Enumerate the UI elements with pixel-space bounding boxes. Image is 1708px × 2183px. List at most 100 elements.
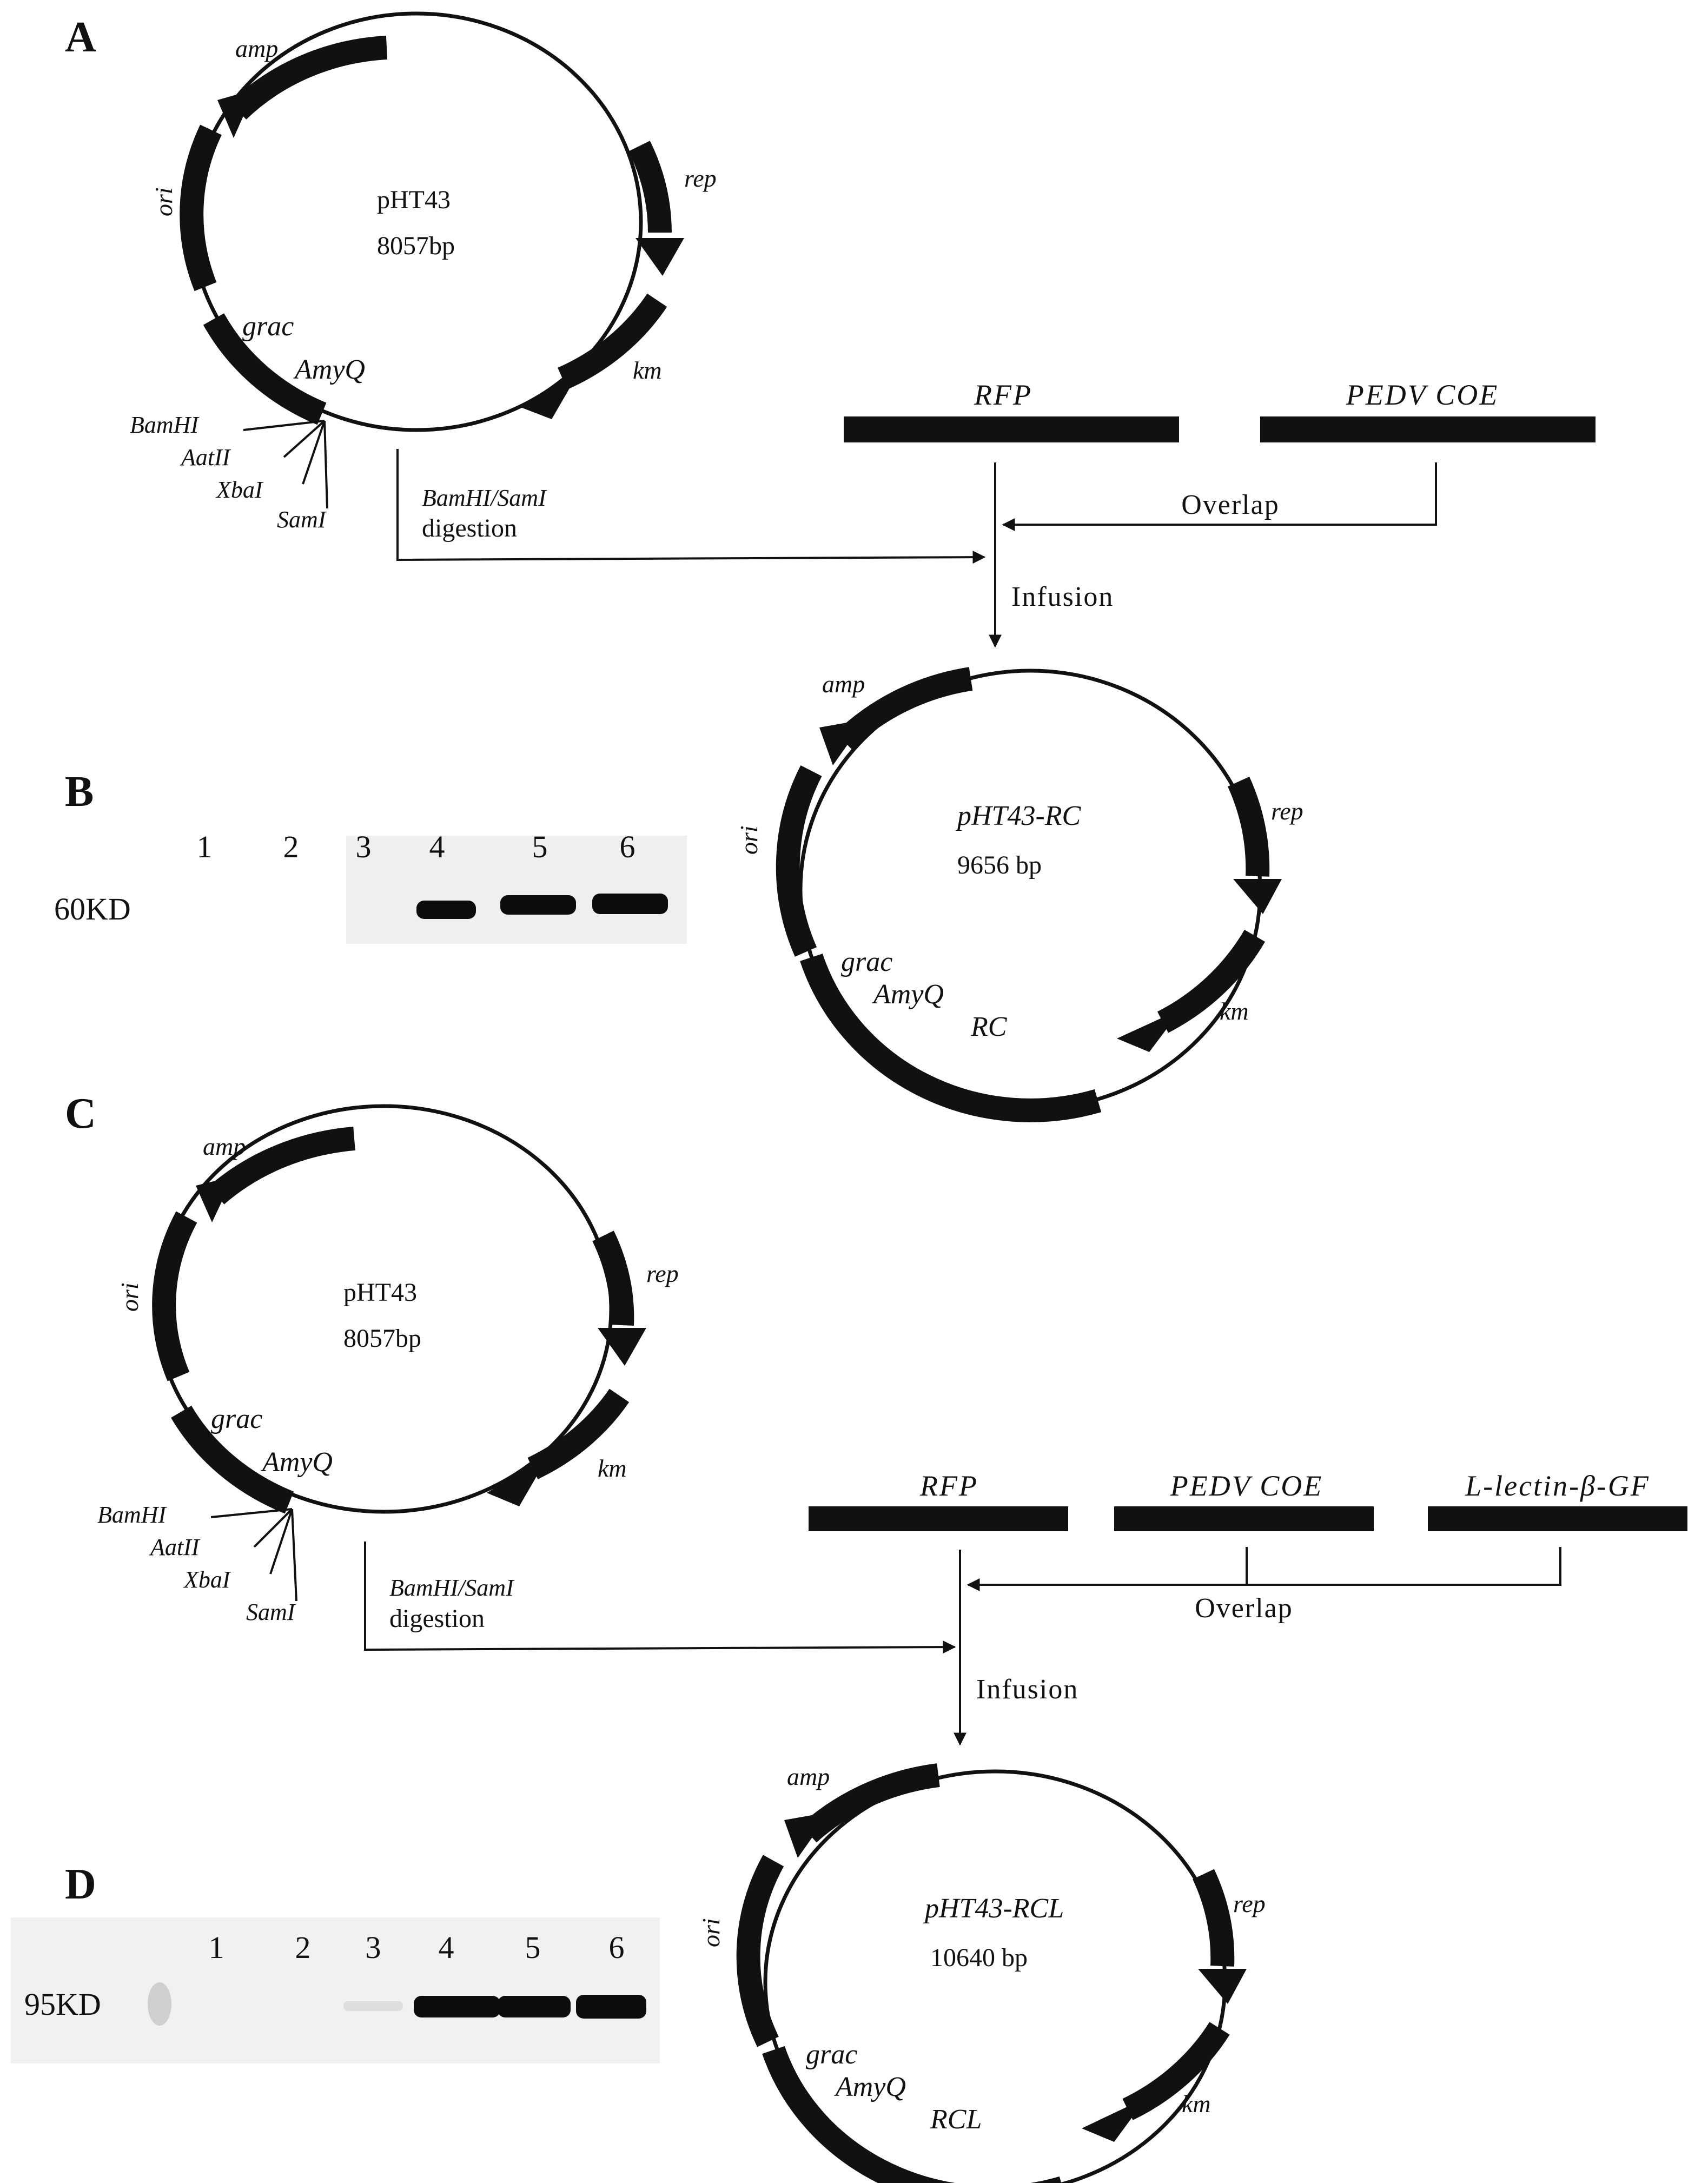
rep-label: rep xyxy=(1271,797,1303,825)
plasmid-name: pHT43 xyxy=(343,1278,417,1307)
overlap-label: Overlap xyxy=(1195,1593,1293,1624)
plasmid-size: 8057bp xyxy=(377,231,455,260)
plasmid-size: 8057bp xyxy=(343,1324,421,1353)
fragment-label-rfp: RFP xyxy=(974,379,1032,411)
band-lane-3 xyxy=(343,2001,403,2011)
fragment-bar-rfp xyxy=(844,416,1179,442)
site-line-bamhi xyxy=(243,420,325,431)
amyq-label: AmyQ xyxy=(261,1447,333,1478)
site-xbai: XbaI xyxy=(183,1566,231,1593)
infusion-label: Infusion xyxy=(976,1674,1078,1705)
panel-a: A pHT43 8057bp amp ori rep km grac AmyQ xyxy=(65,11,1596,1122)
rep-gene-arrowhead xyxy=(635,238,684,276)
insert-label: RCL xyxy=(930,2104,982,2135)
insert-label: RC xyxy=(970,1011,1008,1042)
marker-label: 95KD xyxy=(24,1987,101,2022)
amp-gene-arc xyxy=(208,1127,355,1205)
fragment-label-pedv-coe: PEDV COE xyxy=(1170,1470,1323,1502)
blot-background xyxy=(11,1917,660,2063)
rep-gene-arrowhead xyxy=(598,1328,646,1366)
band-lane-5 xyxy=(500,895,576,915)
digestion-arrow xyxy=(364,1542,956,1654)
amp-gene-arrowhead xyxy=(217,89,255,138)
product-plasmid-c: pHT43-RCL 10640 bp amp ori rep km grac A… xyxy=(697,1763,1266,2183)
amp-label: amp xyxy=(822,670,865,698)
plasmid-map-c: pHT43 8057bp amp ori rep km grac AmyQ Ba… xyxy=(97,1104,679,1625)
grac-label: grac xyxy=(806,2039,857,2070)
overlap-arrow xyxy=(966,1547,1561,1591)
blot-background xyxy=(346,836,687,944)
site-aatii: AatII xyxy=(180,444,231,471)
rep-gene-arrowhead xyxy=(1198,1969,1247,2004)
insert-block xyxy=(762,2046,1062,2183)
rep-label: rep xyxy=(1233,1890,1266,1917)
plasmid-name: pHT43-RCL xyxy=(923,1893,1064,1924)
site-sami: SamI xyxy=(277,506,327,533)
site-line-aatii xyxy=(253,1508,293,1548)
fragment-bar-pedv-coe xyxy=(1114,1506,1374,1531)
km-label: km xyxy=(633,356,662,384)
digestion-label: digestion xyxy=(422,514,517,543)
band-lane-5 xyxy=(498,1996,571,2017)
ori-block xyxy=(736,1855,784,2047)
fragment-bar-pedv-coe xyxy=(1260,416,1596,442)
panel-b: B 1 2 3 4 5 6 60KD xyxy=(54,768,687,944)
site-line-xbai xyxy=(302,420,326,485)
fragment-bar-rfp xyxy=(809,1506,1068,1531)
promoter-block xyxy=(171,1405,294,1514)
rep-gene-arc xyxy=(1193,1869,1235,1967)
site-line-bamhi xyxy=(210,1508,293,1518)
site-line-sami xyxy=(323,420,328,509)
amp-gene-arrowhead xyxy=(196,1176,234,1222)
insert-block xyxy=(800,954,1102,1122)
plasmid-name: pHT43 xyxy=(377,186,451,214)
km-gene-arrowhead xyxy=(1082,2098,1147,2142)
amp-gene-arrowhead xyxy=(819,719,865,765)
site-xbai: XbaI xyxy=(215,477,264,503)
ori-label: ori xyxy=(697,1918,725,1947)
lane-3-label: 3 xyxy=(366,1930,381,1965)
km-label: km xyxy=(1220,997,1249,1025)
lane-5-label: 5 xyxy=(532,829,548,864)
rep-label: rep xyxy=(646,1260,679,1287)
panel-letter-d: D xyxy=(65,1861,96,1908)
site-bamhi: BamHI xyxy=(97,1501,167,1528)
band-lane-6 xyxy=(576,1995,646,2019)
amp-label: amp xyxy=(203,1133,246,1160)
amyq-label: AmyQ xyxy=(293,354,365,385)
plasmid-size: 10640 bp xyxy=(930,1943,1028,1972)
amp-gene-arrowhead xyxy=(784,1812,830,1858)
site-sami: SamI xyxy=(246,1599,296,1625)
rep-gene-arrowhead xyxy=(1233,879,1282,914)
lane-2-label: 2 xyxy=(283,829,299,864)
km-gene-arrowhead xyxy=(1117,1009,1182,1052)
fragment-label-pedv-coe: PEDV COE xyxy=(1346,379,1499,411)
rep-gene-arc xyxy=(592,1231,634,1326)
km-gene-arrowhead xyxy=(519,368,581,419)
band-lane-4 xyxy=(414,1996,500,2017)
site-line-sami xyxy=(291,1509,297,1602)
km-label: km xyxy=(1182,2090,1211,2118)
km-gene-arc xyxy=(527,1388,630,1479)
digestion-arrow xyxy=(396,449,986,564)
lane-4-label: 4 xyxy=(429,829,445,864)
blot-smudge xyxy=(148,1982,171,2026)
panel-letter-b: B xyxy=(65,768,94,816)
lane-6-label: 6 xyxy=(620,829,635,864)
ori-label: ori xyxy=(150,187,177,216)
amyq-label: AmyQ xyxy=(872,979,944,1010)
km-gene-arrowhead xyxy=(487,1455,549,1506)
lane-1-label: 1 xyxy=(209,1930,224,1965)
band-lane-4 xyxy=(416,901,476,919)
grac-label: grac xyxy=(211,1404,262,1434)
rep-label: rep xyxy=(684,164,717,192)
amp-gene-arc xyxy=(229,36,388,120)
site-bamhi: BamHI xyxy=(130,412,200,438)
lane-4-label: 4 xyxy=(439,1930,454,1965)
rep-gene-arc xyxy=(628,141,672,233)
digestion-enzymes: BamHI/SamI xyxy=(422,485,547,511)
panel-d: D 1 2 3 4 5 6 95KD xyxy=(11,1861,660,2063)
marker-label: 60KD xyxy=(54,891,131,927)
ori-block xyxy=(180,124,222,292)
ori-block xyxy=(152,1211,197,1381)
